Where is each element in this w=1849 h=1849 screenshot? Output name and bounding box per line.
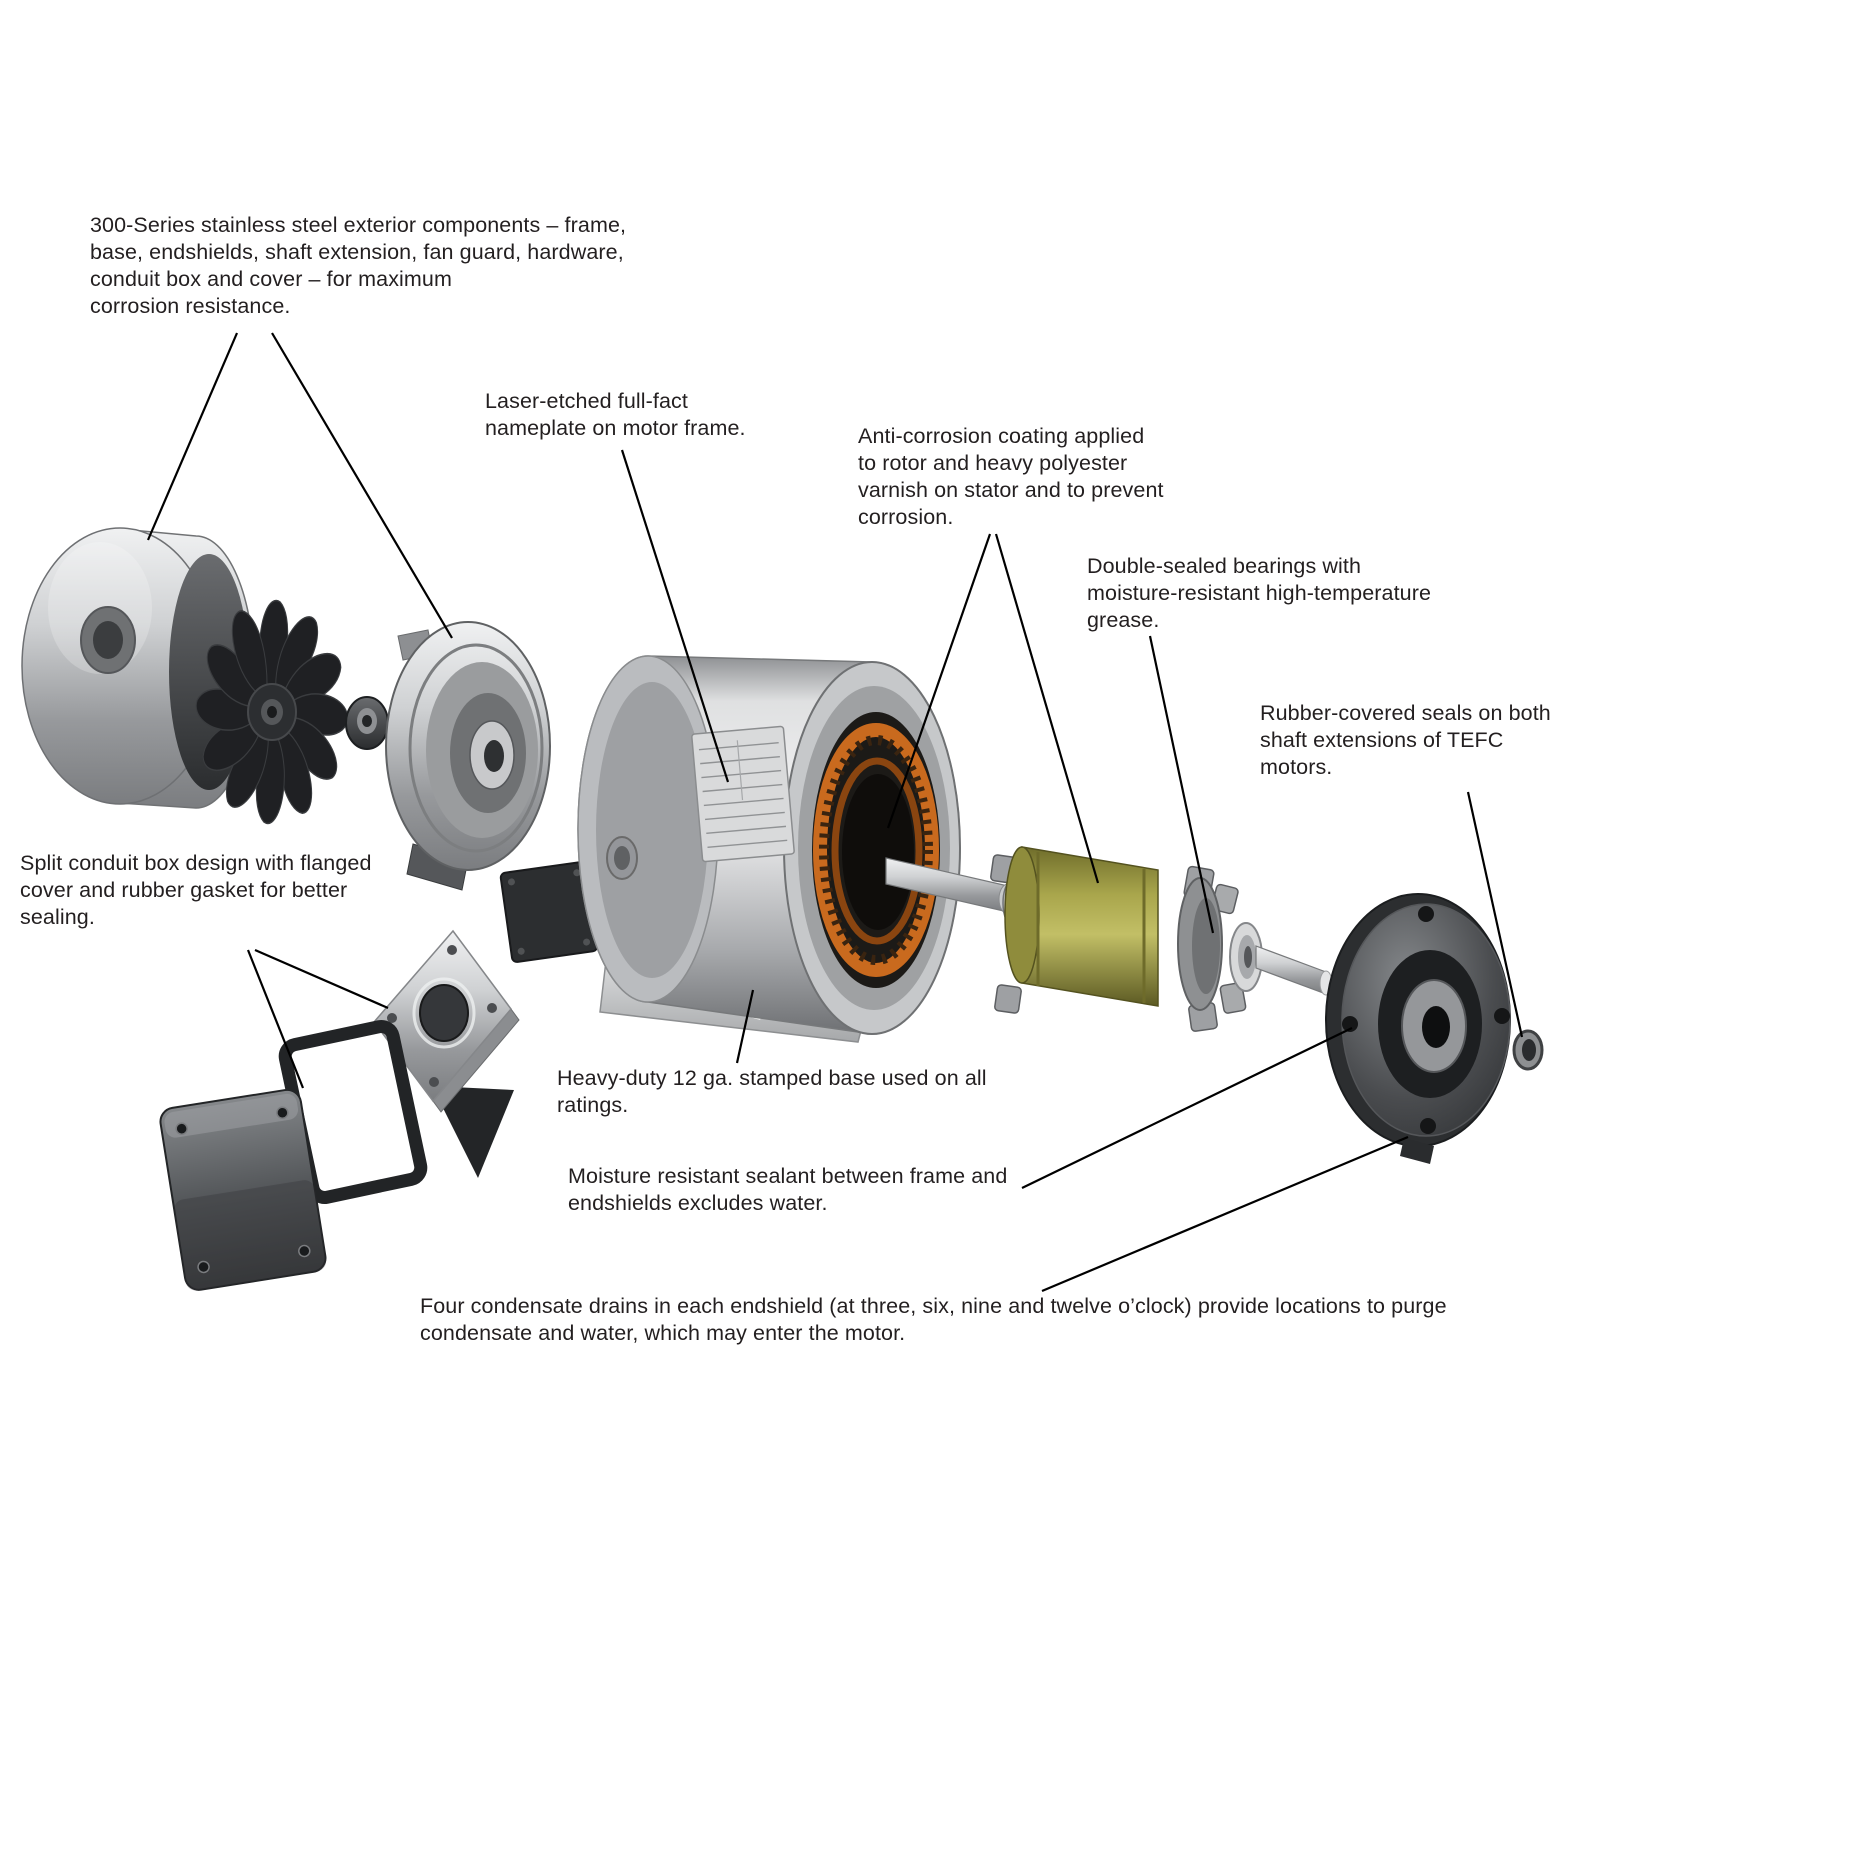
- front-endshield: [1325, 893, 1511, 1164]
- label-sealant: Moisture resistant sealant between frame…: [568, 1164, 1008, 1215]
- rear-endshield: [385, 621, 551, 891]
- leader-rotor: [994, 533, 1100, 884]
- leader-fan-cover: [146, 332, 239, 541]
- conduit-box-mounting-plate: [373, 929, 520, 1178]
- label-conduit-box: Split conduit box design with flanged co…: [20, 851, 372, 929]
- nameplate-graphic: [691, 725, 795, 863]
- rubber-shaft-seal: [1512, 1029, 1544, 1071]
- label-bearings: Double-sealed bearings with moisture-res…: [1087, 554, 1432, 632]
- shaft-extension: [1255, 945, 1333, 996]
- leader-rear-endshield: [271, 332, 453, 639]
- leader-conduit-plate: [254, 948, 389, 1010]
- leader-stator: [886, 533, 992, 829]
- leader-base: [735, 989, 755, 1064]
- leader-sealant: [1021, 1027, 1353, 1189]
- motor-frame: [577, 655, 961, 1043]
- leader-condensate: [1041, 1135, 1409, 1293]
- fan-cover: [21, 527, 255, 809]
- leader-conduit-gasket: [246, 949, 305, 1089]
- cooling-fan: [195, 599, 349, 825]
- label-seals: Rubber-covered seals on both shaft exten…: [1260, 701, 1551, 779]
- rotor-assembly: [885, 846, 1333, 1032]
- leader-seal: [1466, 791, 1524, 1038]
- label-anti-corrosion: Anti-corrosion coating applied to rotor …: [858, 424, 1164, 529]
- leader-lines: [146, 332, 1524, 1293]
- rotor-core: [1004, 846, 1159, 1007]
- leader-bearing: [1148, 635, 1215, 934]
- leader-nameplate: [620, 449, 730, 783]
- rotor-end-ring: [1177, 865, 1247, 1032]
- stator: [783, 661, 961, 1035]
- label-condensate: Four condensate drains in each endshield…: [420, 1294, 1447, 1345]
- bearing: [1229, 922, 1263, 992]
- conduit-box-cover: [159, 1088, 327, 1291]
- shaft-slinger-washer: [345, 696, 389, 750]
- label-stainless-steel: 300-Series stainless steel exterior comp…: [90, 213, 627, 318]
- frame-conduit-gasket-plate: [499, 861, 599, 963]
- label-base: Heavy-duty 12 ga. stamped base used on a…: [557, 1066, 987, 1117]
- label-nameplate: Laser-etched full-fact nameplate on moto…: [485, 389, 746, 440]
